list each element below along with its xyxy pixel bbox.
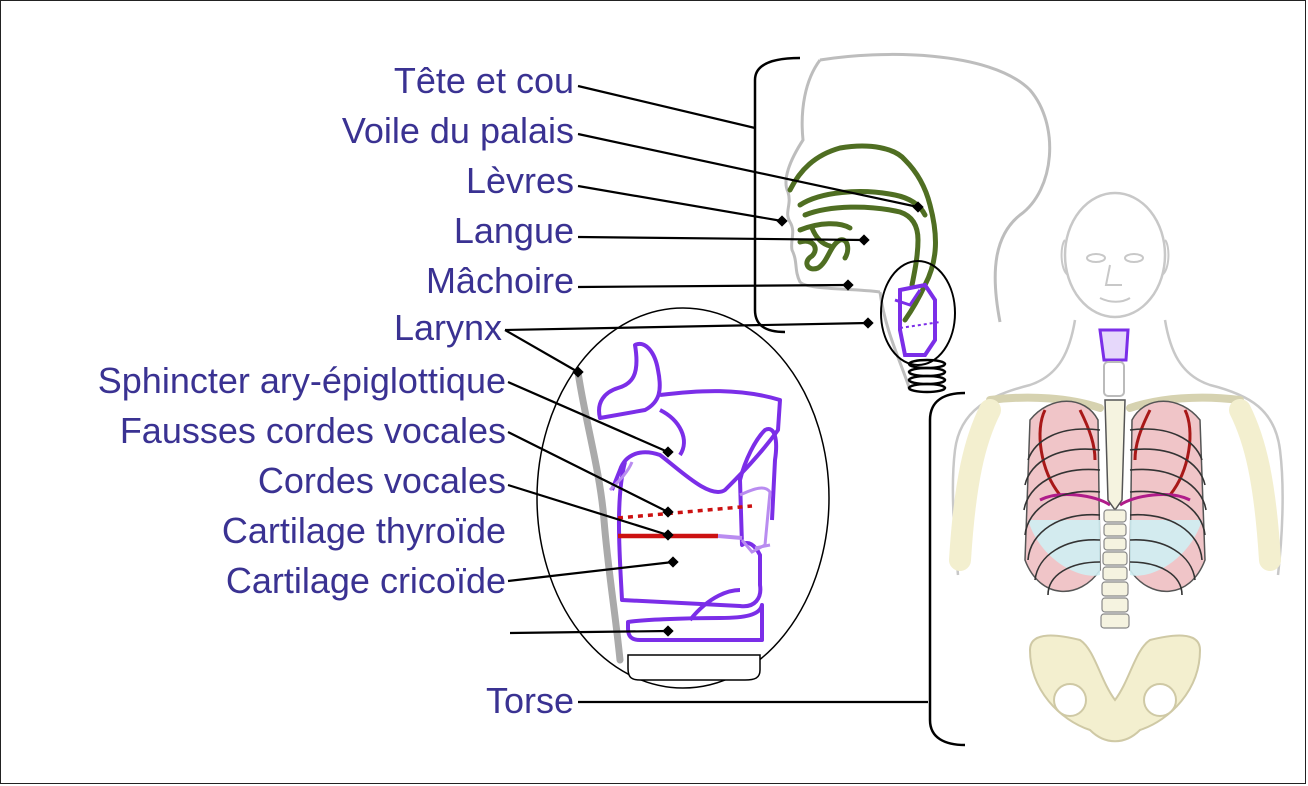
leader-voile-palais xyxy=(577,132,919,209)
leader-larynx-b xyxy=(504,329,579,373)
leader-larynx-a xyxy=(504,321,869,332)
label-cordes-vocales: Cordes vocales xyxy=(257,460,506,501)
leader-machoire xyxy=(577,283,849,289)
label-sphincter: Sphincter ary-épiglottique xyxy=(97,360,506,401)
leader-endpoints xyxy=(572,201,924,637)
label-tete-cou: Tête et cou xyxy=(393,60,574,101)
leader-lines xyxy=(504,84,928,704)
label-machoire: Mâchoire xyxy=(425,260,574,301)
leader-sphincter xyxy=(507,380,669,454)
leader-fausses-cordes xyxy=(507,431,669,513)
label-cartilage-cricoide: Cartilage cricoïde xyxy=(225,560,506,601)
label-langue: Langue xyxy=(453,210,574,251)
leader-bottom xyxy=(509,629,669,635)
larynx-detail xyxy=(536,307,830,689)
head-bracket xyxy=(753,56,801,334)
label-levres: Lèvres xyxy=(465,160,574,201)
label-larynx: Larynx xyxy=(393,307,502,348)
larynx-thumbnail xyxy=(880,260,956,394)
label-fausses-cordes: Fausses cordes vocales xyxy=(119,410,506,451)
vocal-tract xyxy=(787,143,938,323)
leader-langue xyxy=(577,235,865,242)
label-voile-palais: Voile du palais xyxy=(341,110,574,151)
leader-tete-cou xyxy=(577,84,756,130)
torso-figure xyxy=(949,191,1284,743)
leader-cartilage-cricoide xyxy=(507,560,674,583)
leader-cordes-vocales xyxy=(507,483,669,537)
label-cartilage-thyroide: Cartilage thyroïde xyxy=(221,510,506,551)
label-torse: Torse xyxy=(485,680,574,721)
torso-bracket xyxy=(928,391,966,747)
leader-levres xyxy=(577,184,783,223)
